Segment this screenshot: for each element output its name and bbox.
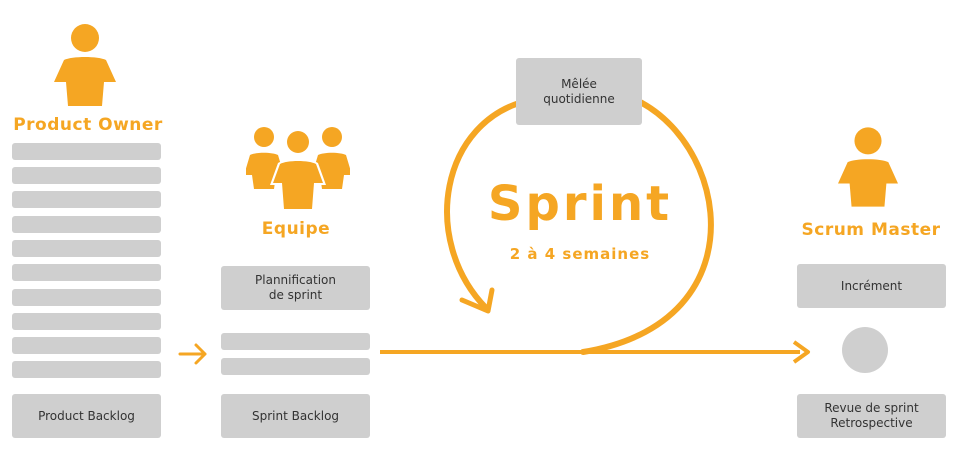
- product-owner-title: Product Owner: [13, 115, 163, 135]
- backlog-item: [12, 313, 161, 330]
- sprint-title: Sprint: [487, 176, 673, 232]
- review-label-line2: Retrospective: [830, 416, 913, 430]
- backlog-item: [12, 361, 161, 378]
- scrum-master-title: Scrum Master: [801, 220, 941, 240]
- review-label-line1: Revue de sprint: [824, 401, 919, 415]
- sprint-planning-label-line1: Plannification: [255, 273, 336, 287]
- daily-scrum-label-line1: Mêlée: [561, 76, 597, 91]
- increment-label: Incrément: [840, 278, 903, 293]
- sprint-planning-label-line2: de sprint: [268, 288, 323, 302]
- increment-box: Incrément: [797, 264, 946, 308]
- daily-scrum-label-line2: quotidienne: [543, 91, 615, 106]
- backlog-item: [12, 337, 161, 354]
- backlog-item: [12, 191, 161, 208]
- backlog-item: [12, 167, 161, 184]
- sprint-backlog-item: [221, 358, 370, 375]
- release-circle: [842, 327, 888, 373]
- backlog-item: [12, 240, 161, 257]
- sprint-duration: 2 à 4 semaines: [509, 245, 651, 263]
- backlog-item: [12, 264, 161, 281]
- sprint-backlog-item: [221, 333, 370, 350]
- product-backlog-box: Product Backlog: [12, 394, 161, 438]
- sprint-loop: [444, 87, 714, 355]
- person-icon: [838, 127, 898, 207]
- sprint-flow-arrowhead: [792, 340, 810, 364]
- backlog-item: [12, 143, 161, 160]
- backlog-transfer-arrow: [178, 343, 207, 365]
- person-icon: [54, 24, 116, 106]
- product-backlog-label: Product Backlog: [38, 408, 135, 423]
- team-icon: [246, 127, 350, 211]
- daily-scrum-box: Mêlée quotidienne: [516, 58, 642, 125]
- sprint-backlog-label: Sprint Backlog: [251, 408, 340, 423]
- backlog-item: [12, 216, 161, 233]
- sprint-loop-arrowhead: [459, 287, 495, 314]
- sprint-planning-box: Plannification de sprint: [221, 266, 370, 310]
- sprint-backlog-box: Sprint Backlog: [221, 394, 370, 438]
- backlog-item: [12, 289, 161, 306]
- team-title: Equipe: [261, 219, 331, 239]
- review-box: Revue de sprint Retrospective: [797, 394, 946, 438]
